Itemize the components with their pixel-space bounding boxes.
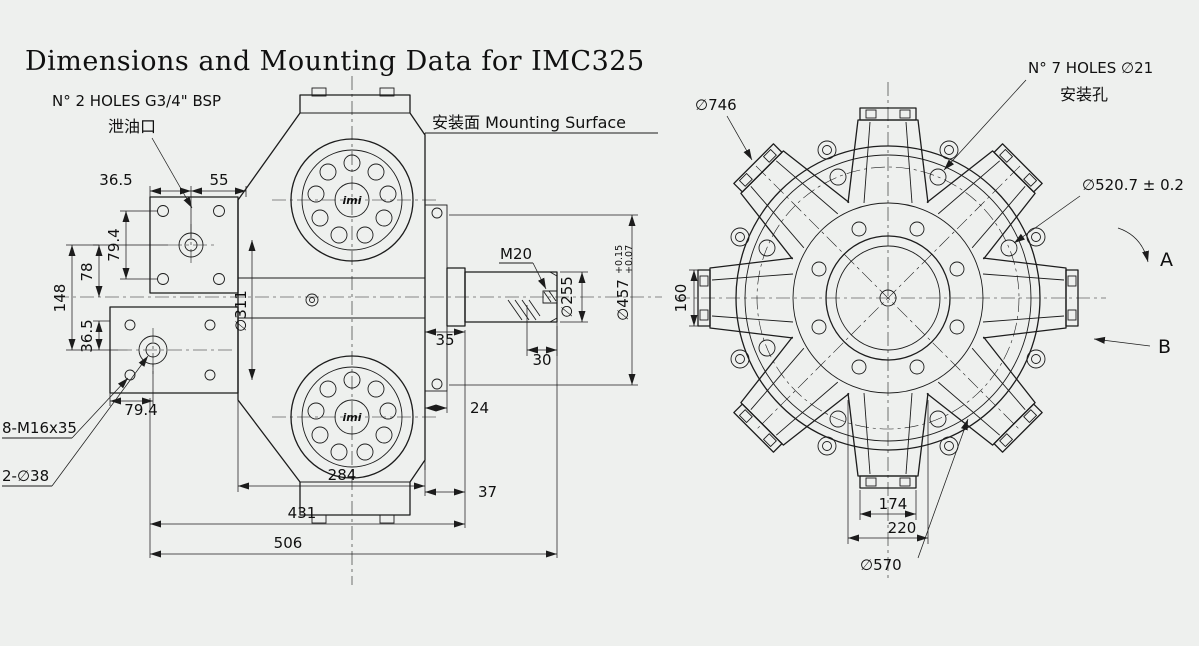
- front-view: ∅746 N° 7 HOLES ∅21 安装孔 ∅520.7 ± 0.2 A B: [672, 59, 1184, 580]
- mount-holes-cn-label: 安装孔: [1060, 85, 1108, 104]
- side-view-housing: [237, 87, 448, 524]
- dim-text-570: ∅570: [860, 556, 902, 574]
- side-view-top-hub: imi: [290, 138, 414, 262]
- dim-520: ∅520.7 ± 0.2: [1013, 176, 1184, 244]
- dim-text-457-tol-upper: +0.15: [614, 245, 625, 274]
- side-view-port-plates: [109, 196, 239, 394]
- rotation-direction-a: A: [1117, 227, 1173, 271]
- callout-holes38: 2-∅38: [2, 355, 149, 487]
- dim-text-311: ∅311: [232, 290, 250, 332]
- bolt-callout-label: 8-M16x35: [2, 419, 77, 437]
- callout-mount-holes: N° 7 HOLES ∅21 安装孔: [943, 59, 1153, 171]
- dim-text-520: ∅520.7 ± 0.2: [1082, 176, 1184, 194]
- dim-text-255: ∅255: [558, 276, 576, 318]
- cylinder-boss: [697, 257, 794, 339]
- callout-bsp-holes: N° 2 HOLES G3/4" BSP 泄油口: [52, 92, 221, 209]
- brand-logo: imi: [342, 411, 361, 424]
- dim-570: ∅570: [860, 418, 969, 574]
- cylinder-boss: [847, 392, 929, 489]
- front-view-hub: [811, 221, 965, 375]
- front-view-centerlines: [676, 82, 1106, 580]
- brand-logo: imi: [342, 194, 361, 207]
- callout-thread: M20: [499, 245, 547, 290]
- page-title: Dimensions and Mounting Data for IMC325: [25, 46, 645, 77]
- drain-port-label: 泄油口: [108, 117, 156, 136]
- dim-text-30: 30: [532, 351, 551, 369]
- front-view-housing: [730, 140, 1046, 456]
- dim-text-148: 148: [51, 284, 69, 313]
- dim-37: 37: [425, 330, 497, 528]
- dim-text-457-tol-lower: +0.07: [624, 245, 635, 274]
- dim-35: 35: [425, 328, 465, 349]
- dim-text-746: ∅746: [695, 96, 737, 114]
- dim-text-220: 220: [888, 519, 917, 537]
- dim-text-160: 160: [672, 284, 690, 313]
- cylinder-boss: [733, 336, 850, 453]
- dim-255: ∅255: [558, 271, 588, 323]
- dim-79-4-bottom: 79.4: [109, 364, 158, 419]
- cylinder-boss: [733, 143, 850, 260]
- dim-36-5-top: 36.5: [99, 171, 247, 238]
- cylinder-boss: [926, 143, 1043, 260]
- dir-b-label: B: [1158, 336, 1171, 358]
- dim-text-174: 174: [879, 495, 908, 513]
- dim-text-457: ∅457: [614, 279, 632, 321]
- dim-text-37: 37: [478, 483, 497, 501]
- rotation-direction-b: B: [1093, 336, 1171, 358]
- hole-callout-label: 2-∅38: [2, 467, 49, 485]
- dim-174: 174: [859, 490, 917, 520]
- cylinder-boss: [982, 257, 1079, 339]
- cylinder-boss: [926, 336, 1043, 453]
- thread-label: M20: [500, 245, 532, 263]
- dim-55: 55: [191, 171, 246, 195]
- dim-24: 24: [424, 391, 489, 496]
- side-view-shaft: [446, 267, 558, 327]
- callout-bolts: 8-M16x35: [2, 377, 129, 439]
- dim-311: ∅311: [232, 240, 256, 380]
- dim-457: ∅457 +0.15 +0.07: [449, 214, 638, 386]
- mounting-surface-label: 安装面 Mounting Surface: [432, 113, 626, 132]
- dim-506: 506: [150, 326, 558, 558]
- dim-160: 160: [672, 269, 698, 327]
- front-view-cylinders: [697, 107, 1079, 489]
- dim-text-36-5-top: 36.5: [99, 171, 132, 189]
- side-view: imi imi: [2, 76, 662, 585]
- side-view-bottom-hub: imi: [290, 355, 414, 479]
- dim-text-36-5-left: 36.5: [78, 319, 96, 352]
- dim-431: 431: [149, 398, 465, 558]
- dim-text-431: 431: [288, 504, 317, 522]
- dim-78: 78: [78, 244, 168, 297]
- bsp-holes-label: N° 2 HOLES G3/4" BSP: [52, 92, 221, 110]
- dim-text-24: 24: [470, 399, 489, 417]
- dim-36-5-left: 36.5: [78, 319, 110, 353]
- dim-text-284: 284: [328, 466, 357, 484]
- dim-220: 220: [847, 400, 929, 544]
- dim-text-55: 55: [209, 171, 228, 189]
- dim-text-506: 506: [274, 534, 303, 552]
- dir-a-label: A: [1160, 249, 1173, 271]
- dim-text-35: 35: [435, 331, 454, 349]
- dim-148: 148: [51, 244, 118, 351]
- side-view-centerlines: [55, 76, 662, 585]
- mount-holes-label: N° 7 HOLES ∅21: [1028, 59, 1153, 77]
- dim-284: 284: [237, 400, 425, 492]
- cylinder-boss: [847, 107, 929, 204]
- dim-30: 30: [526, 305, 558, 369]
- dim-text-79-4-bottom: 79.4: [124, 401, 157, 419]
- dim-746: ∅746: [695, 96, 753, 161]
- callout-mounting-surface: 安装面 Mounting Surface: [425, 113, 658, 134]
- dim-text-78: 78: [78, 262, 96, 281]
